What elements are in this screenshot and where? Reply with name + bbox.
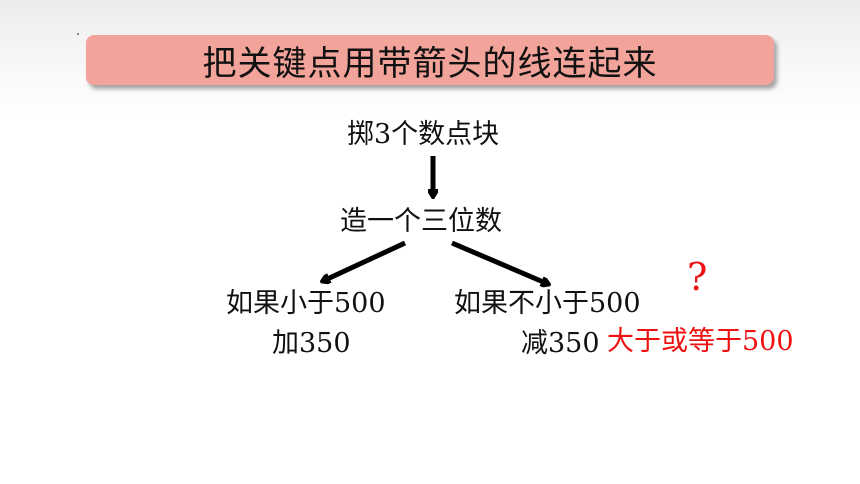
node-right-condition: 如果不小于500 bbox=[454, 288, 641, 319]
arrow-make-to-left bbox=[323, 240, 407, 281]
node-make-number: 造一个三位数 bbox=[340, 206, 502, 237]
node-start: 掷3个数点块 bbox=[347, 119, 500, 150]
slide-title: 把关键点用带箭头的线连起来 bbox=[202, 43, 658, 84]
decorative-dot bbox=[77, 33, 79, 35]
node-left-action: 加350 bbox=[272, 328, 351, 359]
question-mark: ? bbox=[687, 255, 708, 299]
node-left-condition: 如果小于500 bbox=[226, 288, 386, 319]
node-right-note: 大于或等于500 bbox=[607, 326, 794, 357]
node-right-action: 减350 bbox=[521, 328, 600, 359]
title-banner: 把关键点用带箭头的线连起来 bbox=[86, 35, 774, 85]
arrow-make-to-right bbox=[451, 240, 548, 284]
